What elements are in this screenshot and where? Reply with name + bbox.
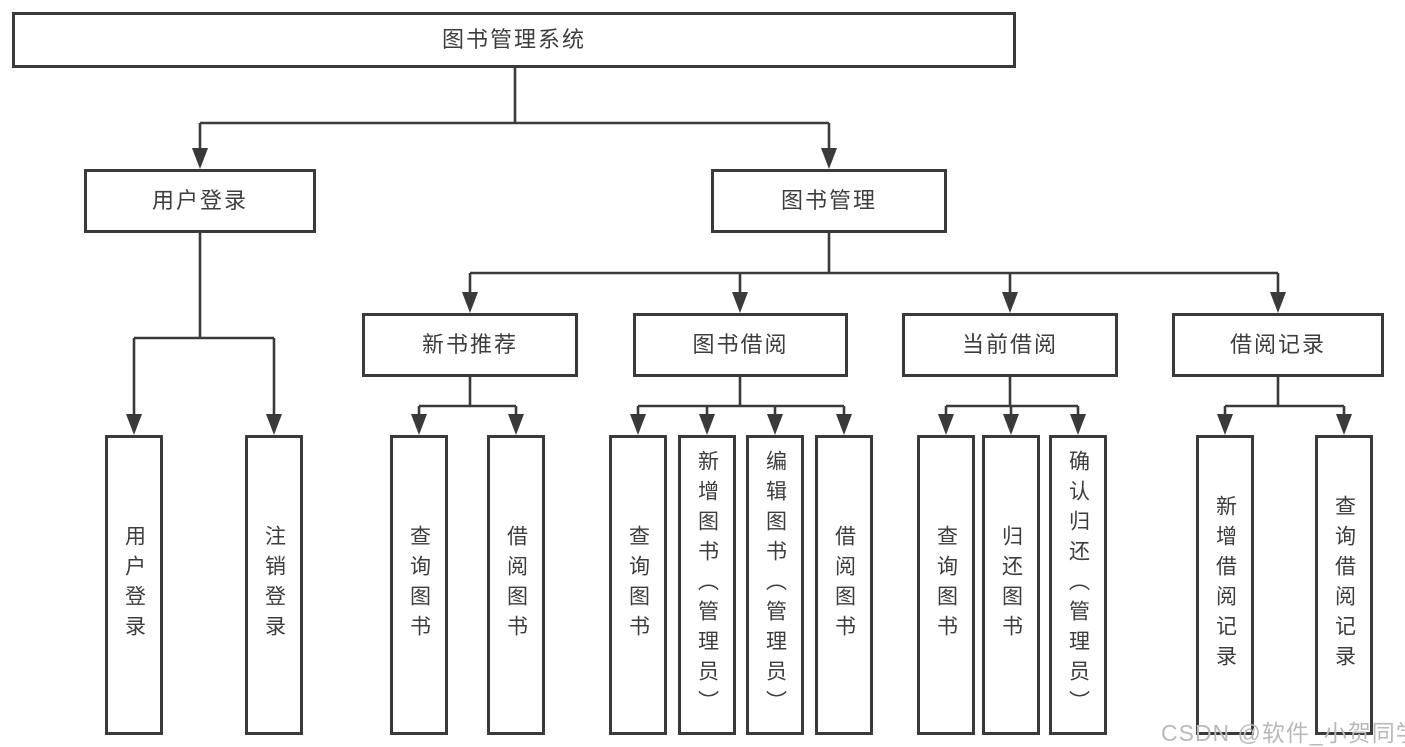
leaf-add-borrow-record: 新增借阅记录 [1196,435,1254,735]
arrowhead [1217,414,1233,435]
arrowhead [836,414,852,435]
arrowhead [732,292,748,313]
arrowhead [411,414,427,435]
arrowhead [192,148,208,169]
node-root-library-system: 图书管理系统 [12,12,1016,68]
node-book-borrow: 图书借阅 [633,313,848,377]
node-book-management: 图书管理 [711,169,947,233]
leaf-return-books: 归还图书 [982,435,1040,735]
arrowhead [767,414,783,435]
arrowhead [821,148,837,169]
arrowhead [508,414,524,435]
arrowhead [1003,414,1019,435]
arrowhead [699,414,715,435]
leaf-add-books-admin: 新增图书（管理员） [678,435,736,735]
node-current-borrow: 当前借阅 [902,313,1118,377]
leaf-confirm-return-admin: 确认归还（管理员） [1049,435,1107,735]
node-borrow-record: 借阅记录 [1172,313,1384,377]
arrowhead [1070,414,1086,435]
leaf-user-login: 用户登录 [105,435,163,735]
node-user-login: 用户登录 [84,169,316,233]
arrowhead [1270,292,1286,313]
leaf-logout: 注销登录 [245,435,303,735]
arrowhead [1336,414,1352,435]
arrowhead-group [126,148,1352,435]
arrowhead [1002,292,1018,313]
leaf-borrow-books: 借阅图书 [815,435,873,735]
leaf-query-books-current: 查询图书 [917,435,975,735]
arrowhead [938,414,954,435]
arrowhead [126,414,142,435]
leaf-query-borrow-record: 查询借阅记录 [1315,435,1373,735]
arrowhead [630,414,646,435]
leaf-query-books-recommend: 查询图书 [390,435,448,735]
leaf-borrow-books-recommend: 借阅图书 [487,435,545,735]
node-new-book-recommend: 新书推荐 [362,313,578,377]
leaf-query-books-borrow: 查询图书 [609,435,667,735]
leaf-edit-books-admin: 编辑图书（管理员） [746,435,804,735]
arrowhead [462,292,478,313]
csdn-watermark: CSDN @软件_小贺同学 [1161,720,1405,746]
arrowhead [266,414,282,435]
